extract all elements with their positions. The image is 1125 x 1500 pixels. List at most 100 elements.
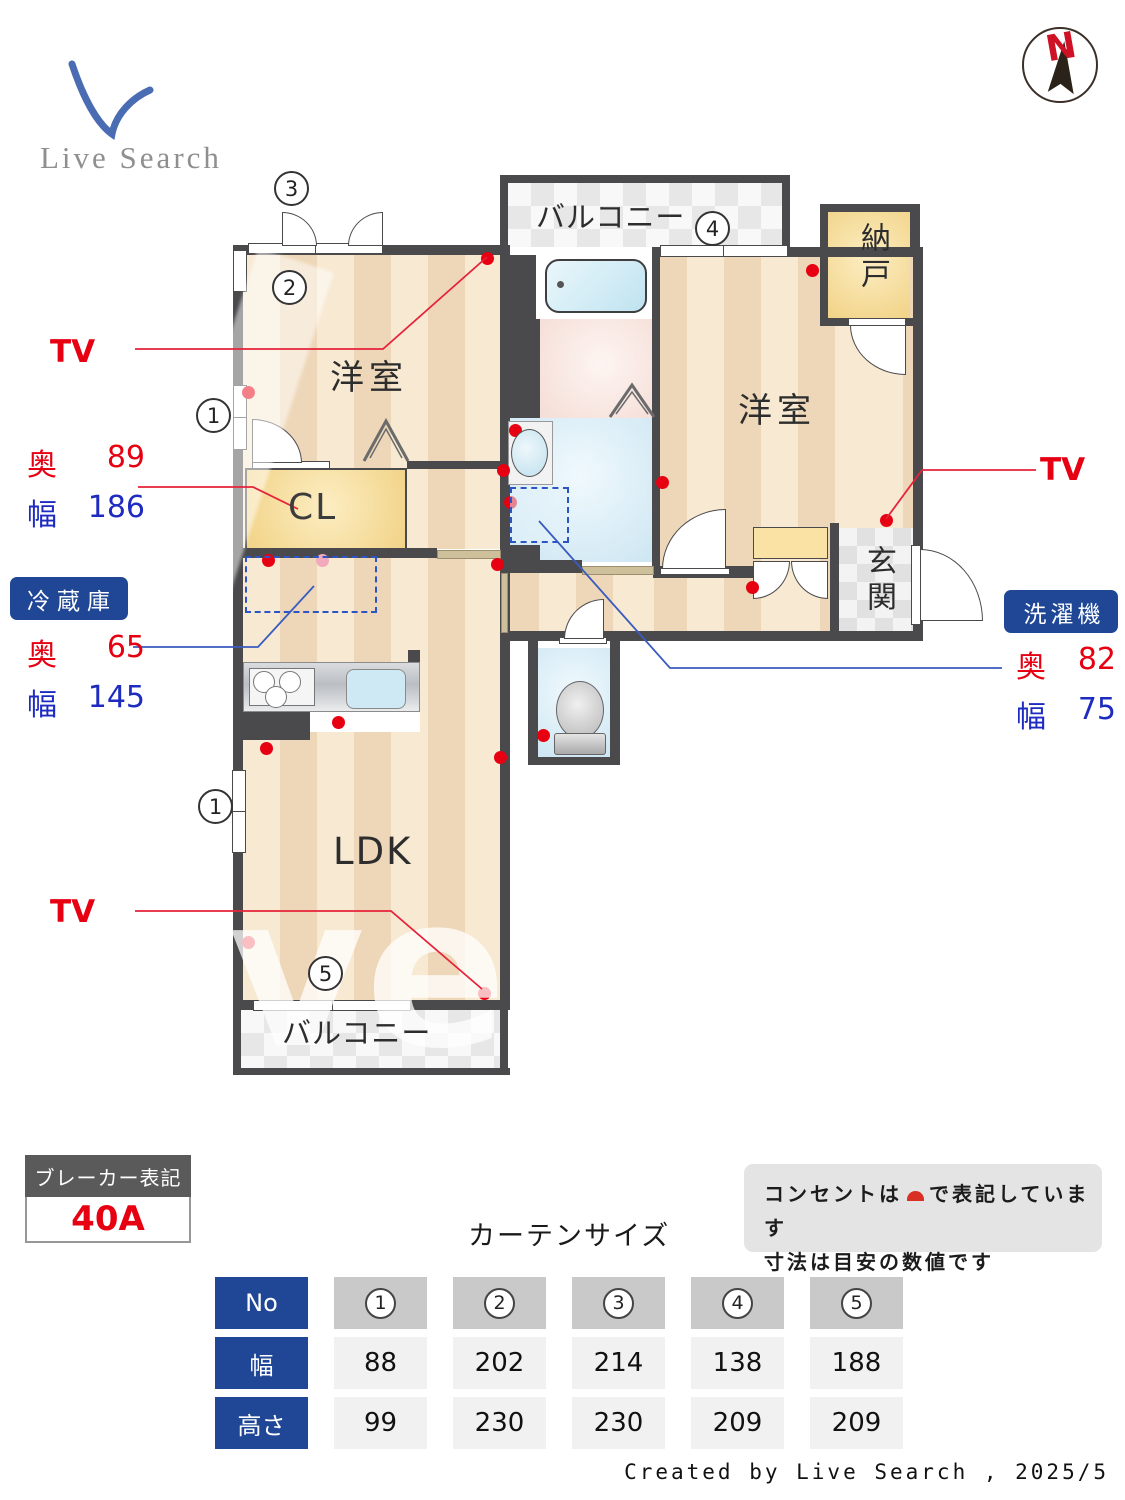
circled-number: 4 <box>722 1287 753 1319</box>
tv-outlet-label: TV <box>50 334 96 370</box>
window <box>660 245 724 257</box>
outlet-dot <box>478 987 491 1000</box>
wall <box>500 175 790 183</box>
closet-width-label: 幅 <box>27 498 57 533</box>
washbasin <box>511 429 548 477</box>
room-floor <box>243 558 500 1000</box>
washer-depth-value: 82 <box>1077 642 1116 677</box>
door-sill <box>437 550 501 559</box>
wall <box>504 545 540 573</box>
toilet-tank <box>554 733 606 755</box>
breaker-value: 40A <box>25 1197 191 1243</box>
table-col-2: 2 <box>453 1277 546 1329</box>
table-col-4: 4 <box>691 1277 784 1329</box>
window <box>660 568 730 575</box>
refrigerator-badge: 冷蔵庫 <box>10 577 128 620</box>
window <box>233 417 247 450</box>
wall <box>508 319 540 418</box>
breaker-title: ブレーカー表記 <box>25 1155 191 1197</box>
curtain-marker: 3 <box>274 171 309 206</box>
live-search-logo: Live Search <box>40 58 222 176</box>
refrigerator-space-outline <box>245 556 377 613</box>
door-swing <box>348 212 383 246</box>
wall <box>652 247 660 573</box>
note-line2: 寸法は目安の数値です <box>764 1250 994 1274</box>
credit-text: Created by Live Search , 2025/5 <box>624 1460 1109 1484</box>
outlet-dot <box>242 936 255 949</box>
closet-label: CL <box>288 487 338 528</box>
table-width-cell: 188 <box>810 1337 903 1389</box>
outlet-symbol-icon <box>907 1191 924 1201</box>
closet-depth-label: 奥 <box>27 448 57 483</box>
washer-depth-label: 奥 <box>1016 650 1046 685</box>
circled-number: 1 <box>365 1287 396 1319</box>
outlet-dot <box>806 264 819 277</box>
wall <box>528 641 538 765</box>
bathtub-drain <box>557 281 564 288</box>
wall <box>233 245 243 1008</box>
circled-number: 3 <box>603 1287 634 1319</box>
table-width-cell: 138 <box>691 1337 784 1389</box>
table-width-cell: 88 <box>334 1337 427 1389</box>
logo-check-icon <box>68 60 154 140</box>
wall <box>910 204 920 251</box>
tile-floor <box>508 183 782 247</box>
room-floor <box>540 319 652 418</box>
outlet-dot <box>242 386 255 399</box>
room-floor <box>308 712 420 732</box>
table-height-cell: 209 <box>810 1397 903 1449</box>
wall <box>233 1007 241 1075</box>
wall <box>782 175 790 255</box>
door-swing <box>282 212 317 246</box>
curtain-marker: 1 <box>198 789 233 824</box>
entrance-label: 玄関 <box>861 545 896 617</box>
table-width-cell: 214 <box>572 1337 665 1389</box>
circled-number: 5 <box>841 1287 872 1319</box>
window <box>723 245 788 257</box>
wall <box>233 1068 510 1075</box>
washer-width-value: 75 <box>1077 692 1116 727</box>
wall <box>243 712 310 740</box>
toilet-bowl <box>556 681 604 739</box>
table-height-cell: 230 <box>453 1397 546 1449</box>
table-col-1: 1 <box>334 1277 427 1329</box>
fridge-width-value: 145 <box>87 680 145 715</box>
storage-label: 納戸 <box>855 222 890 294</box>
curtain-size-table: No 1 2 3 4 5 幅 88 202 214 138 188 高さ 99 … <box>215 1277 903 1449</box>
wall <box>500 1007 508 1075</box>
table-width-cell: 202 <box>453 1337 546 1389</box>
wall <box>820 204 918 212</box>
wall <box>233 548 437 558</box>
door-sill <box>501 573 508 633</box>
washer-width-label: 幅 <box>1016 700 1046 735</box>
outlet-dot <box>491 558 504 571</box>
table-col-5: 5 <box>810 1277 903 1329</box>
wall <box>660 247 923 257</box>
bedroom1-label: 洋室 <box>330 358 408 398</box>
bedroom2-label: 洋室 <box>738 391 816 431</box>
outlet-dot <box>260 742 273 755</box>
outlet-dot <box>746 581 759 594</box>
closet-dimensions: 奥 89 幅 186 <box>27 440 145 534</box>
closet-width-value: 186 <box>87 490 145 525</box>
wall <box>830 523 839 639</box>
breaker-info-box: ブレーカー表記 40A <box>25 1155 191 1243</box>
room-floor <box>415 469 500 549</box>
note-line1: コンセントはで表記しています <box>764 1182 1090 1240</box>
closet-depth-value: 89 <box>106 440 145 475</box>
circled-number: 2 <box>484 1287 515 1319</box>
door-sill <box>582 566 654 575</box>
washer-badge: 洗濯機 <box>1004 590 1118 633</box>
curtain-marker: 4 <box>695 211 730 246</box>
outlet-note-box: コンセントはで表記しています 寸法は目安の数値です <box>744 1164 1102 1274</box>
balcony-bottom-label: バルコニー <box>282 1016 432 1050</box>
outlet-dot <box>497 464 510 477</box>
outlet-dot <box>494 751 507 764</box>
compass: N <box>1022 25 1098 103</box>
curtain-marker: 2 <box>272 270 307 305</box>
wall <box>913 247 923 641</box>
wall <box>508 255 536 319</box>
outlet-dot <box>481 252 494 265</box>
